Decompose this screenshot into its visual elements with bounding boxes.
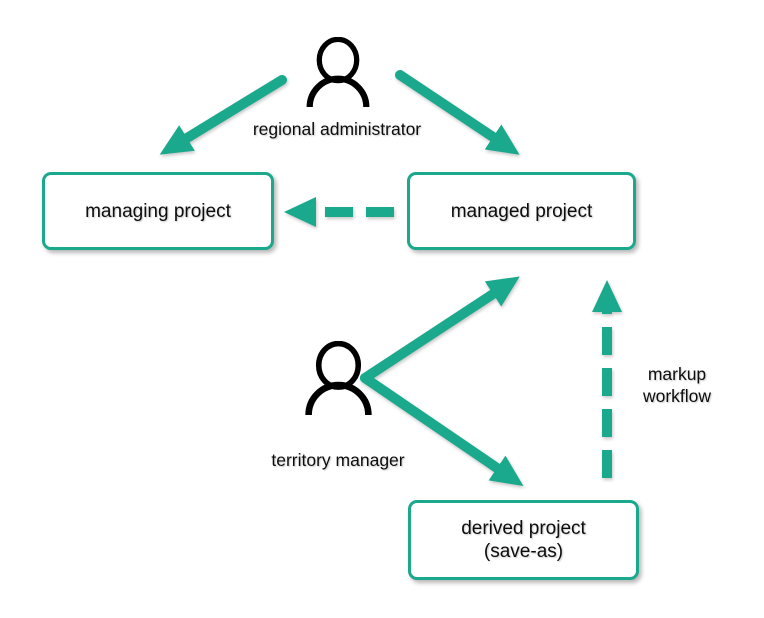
person-shoulders (305, 381, 372, 416)
managed-project-node: managed project (407, 172, 636, 250)
regional-administrator-person-icon (306, 36, 370, 108)
derived-project-node: derived project (save-as) (408, 500, 639, 580)
territory-manager-label: territory manager (271, 450, 405, 470)
territory-manager-person-icon (305, 340, 372, 416)
person-head (316, 36, 360, 84)
regional-administrator-label: regional administrator (252, 119, 422, 139)
arrow-territory-manager-to-managed-project (360, 276, 520, 383)
person-shoulders (306, 75, 370, 108)
derived-project-label-line2: (save-as) (483, 541, 564, 562)
person-head (315, 340, 362, 390)
arrow-territory-manager-to-derived-project (360, 373, 524, 487)
derived-project-label-line1: derived project (461, 518, 586, 539)
markup-workflow-label-line2: workflow (642, 386, 712, 406)
markup-workflow-label-line1: markup (647, 364, 707, 384)
arrow-regional-admin-to-managing-project (159, 75, 287, 155)
markup-workflow-label: markup workflow (633, 363, 721, 407)
managing-project-label: managing project (85, 200, 231, 222)
managing-project-node: managing project (42, 172, 274, 250)
arrow-regional-admin-to-managed-project (395, 70, 520, 155)
managed-project-label: managed project (450, 200, 593, 222)
